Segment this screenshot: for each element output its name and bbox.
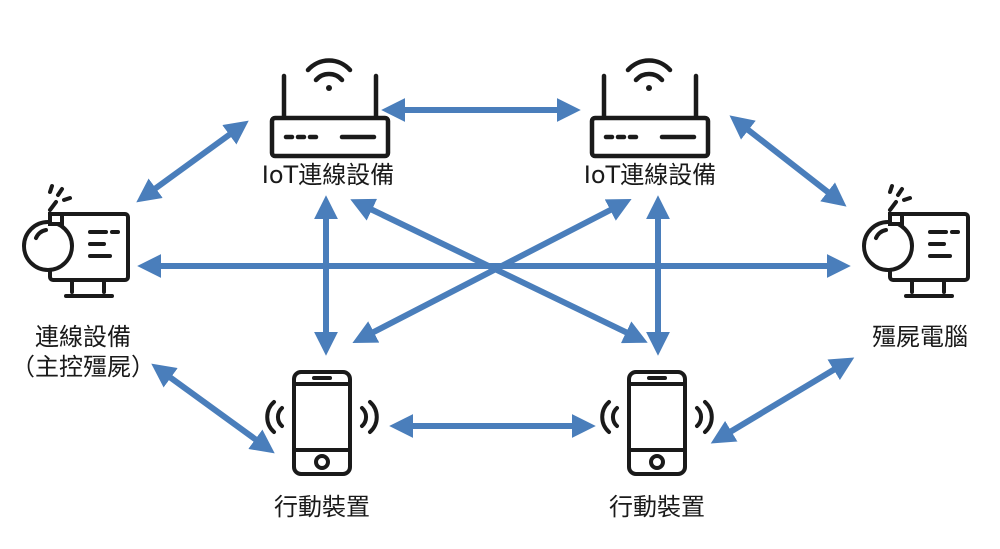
smartphone-icon bbox=[600, 370, 714, 476]
arrow-iot-right-zombie-pc bbox=[729, 115, 847, 207]
bomb-monitor-icon bbox=[22, 184, 130, 298]
mobile-right-label: 行動裝置 bbox=[609, 493, 705, 521]
zombie-pc-label: 殭屍電腦 bbox=[872, 323, 968, 351]
router-icon bbox=[269, 58, 391, 159]
mobile-left-label: 行動裝置 bbox=[274, 493, 370, 521]
arrow-master-iot-left bbox=[136, 120, 249, 203]
bomb-monitor-icon bbox=[862, 184, 970, 298]
iot-left-label: IoT連線設備 bbox=[261, 161, 395, 189]
iot-right-label: IoT連線設備 bbox=[583, 161, 717, 189]
arrow-mobile-right-zombie-pc bbox=[710, 357, 855, 444]
master-zombie-label-line2: （主控殭屍） bbox=[11, 353, 155, 381]
arrow-iot-right-mobile-left bbox=[352, 199, 632, 343]
smartphone-icon bbox=[265, 370, 379, 476]
router-icon bbox=[589, 58, 711, 159]
master-zombie-label-line1: 連線設備 bbox=[35, 323, 131, 351]
arrow-master-mobile-left bbox=[151, 363, 275, 454]
connection-arrows bbox=[136, 98, 855, 454]
